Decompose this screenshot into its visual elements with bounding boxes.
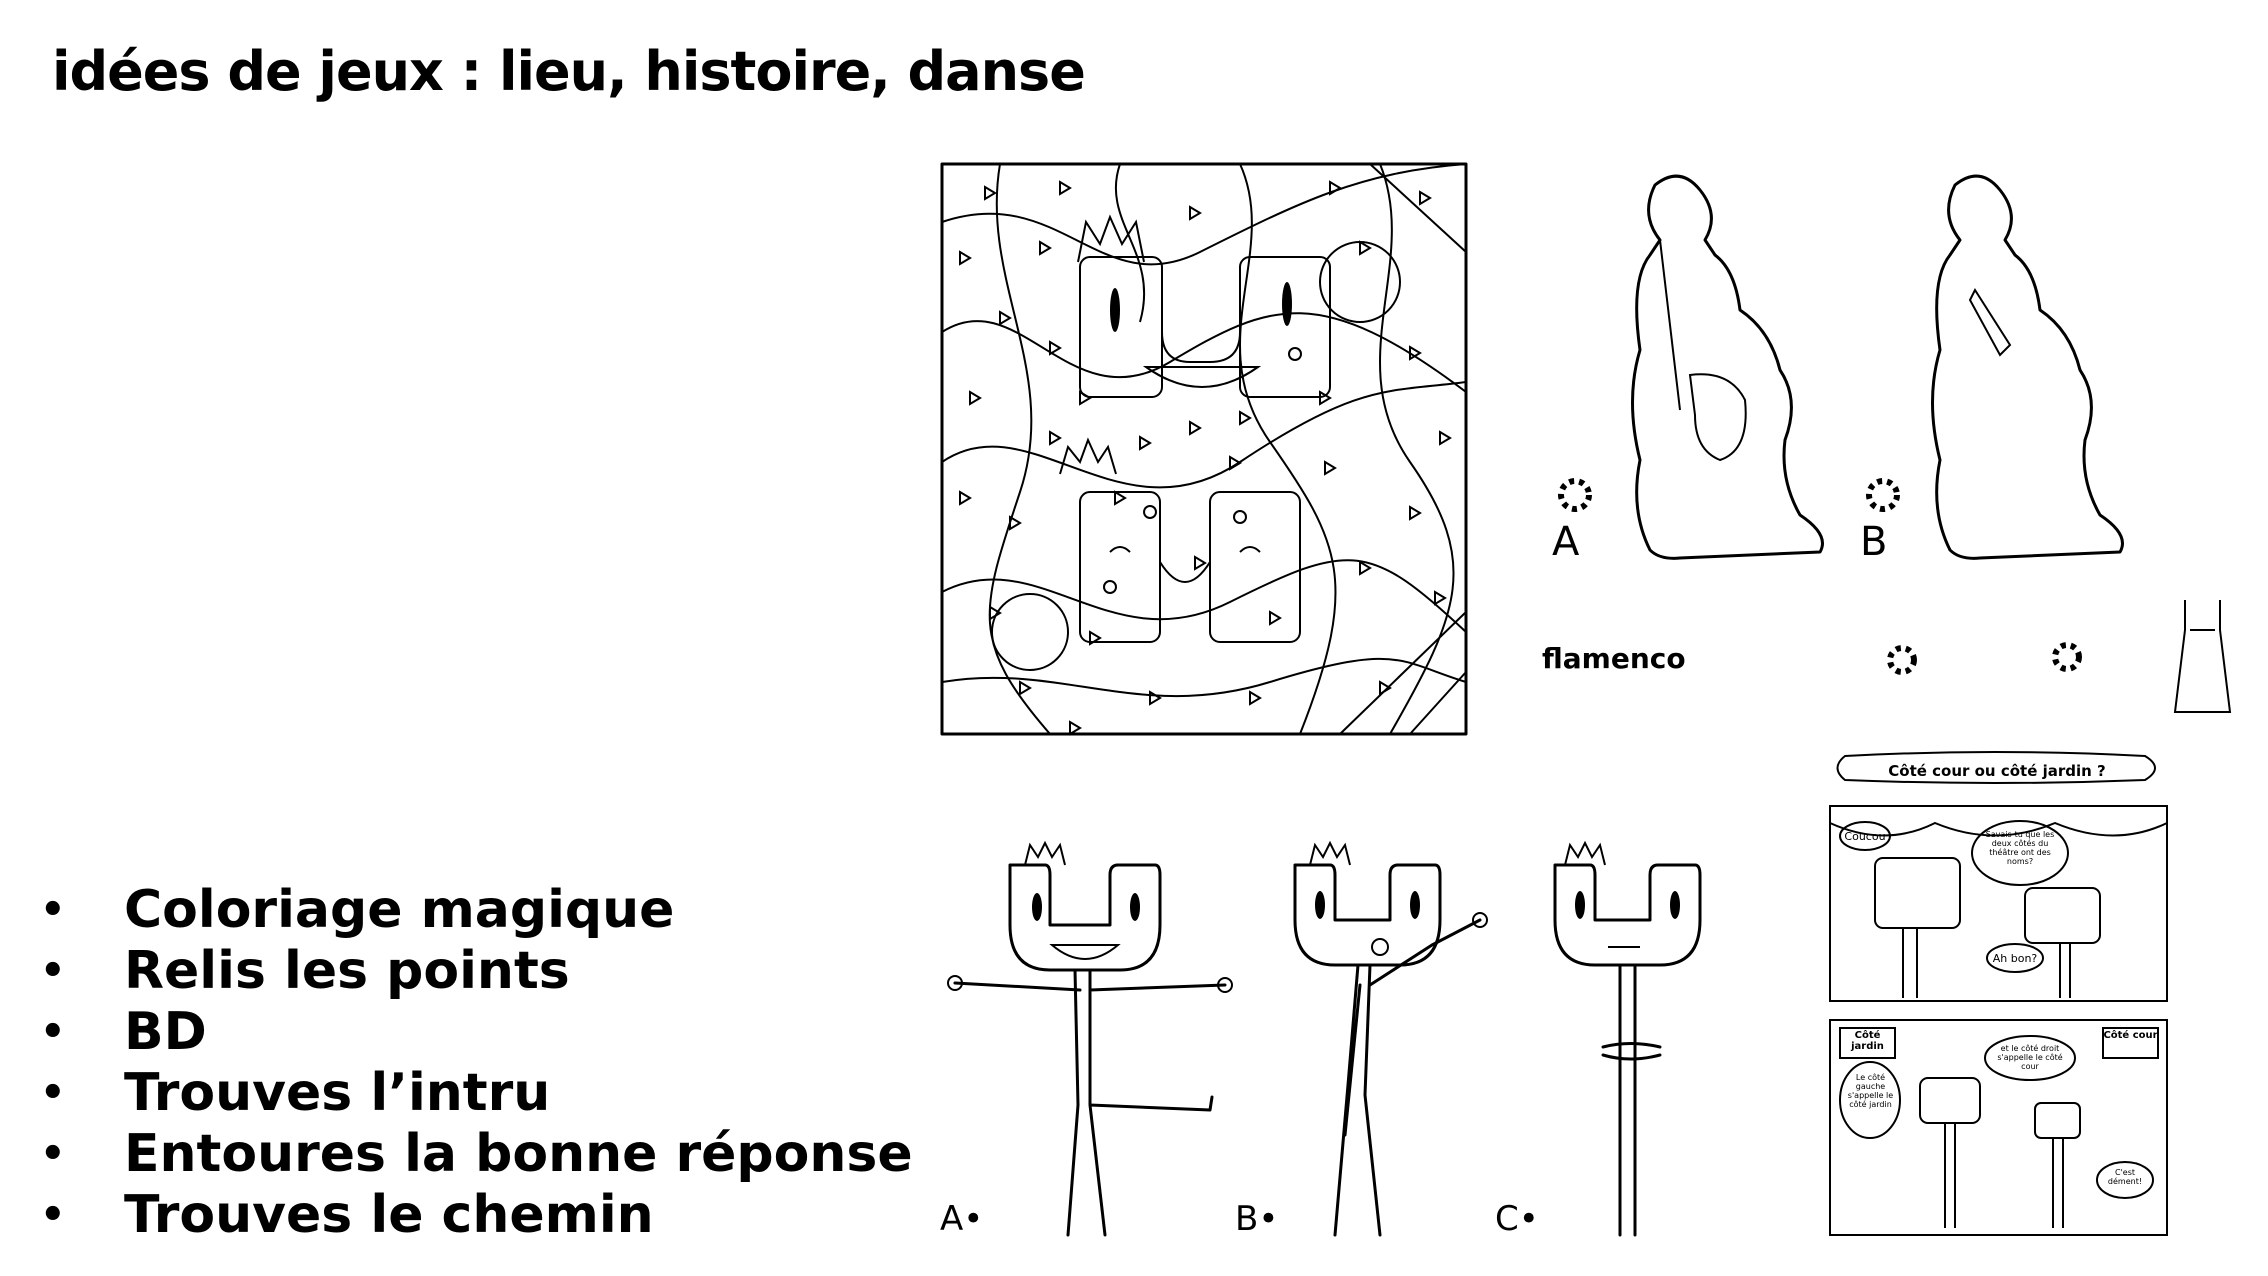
comic-panel-1 bbox=[1829, 805, 2168, 1002]
sign-jardin: Côté jardin bbox=[1851, 1030, 1884, 1052]
bubble-reply: Ah bon? bbox=[1993, 952, 2038, 965]
pose-figures-quiz: A• B• C• bbox=[940, 840, 1702, 1239]
answer-circle-icon[interactable] bbox=[1887, 645, 1917, 675]
crown-icon bbox=[1024, 840, 1066, 866]
dance-word: flamenco bbox=[1542, 642, 1686, 675]
bubble-question: Savais-tu que les deux côtés du théâtre … bbox=[1985, 830, 2055, 866]
pose-label-c: C• bbox=[1495, 1199, 1539, 1239]
comic-strip: Côté cour ou côté jardin ? Coucou Savais… bbox=[1829, 751, 2168, 1236]
bullet-icon: • bbox=[40, 1192, 66, 1238]
comic-title: Côté cour ou côté jardin ? bbox=[1888, 762, 2106, 780]
sign-cour: Côté cour bbox=[2103, 1030, 2158, 1041]
option-b-label: B bbox=[1860, 519, 1887, 565]
game-ideas-list: •Coloriage magique •Relis les points •BD… bbox=[40, 880, 913, 1246]
fan-icon bbox=[1968, 287, 2012, 357]
bullet-icon: • bbox=[40, 887, 66, 933]
slide-title: idées de jeux : lieu, histoire, danse bbox=[52, 40, 1086, 103]
answer-circle-icon[interactable] bbox=[1866, 478, 1900, 512]
bullet-icon: • bbox=[40, 1070, 66, 1116]
bullet-icon: • bbox=[40, 1131, 66, 1177]
crown-icon bbox=[1309, 840, 1351, 866]
list-item: •Relis les points bbox=[40, 941, 570, 1001]
option-a-label: A bbox=[1552, 519, 1580, 565]
dress-icon bbox=[2173, 600, 2232, 713]
figure-a: A• bbox=[940, 840, 1233, 1239]
bubble-hello: Coucou bbox=[1844, 830, 1885, 843]
bubble-cour: et le côté droit s'appelle le côté cour bbox=[1997, 1044, 2063, 1071]
list-item: •Trouves le chemin bbox=[40, 1185, 654, 1245]
list-item: •Trouves l’intru bbox=[40, 1063, 551, 1123]
violin-icon bbox=[1659, 239, 1747, 462]
answer-circle-icon[interactable] bbox=[2052, 642, 2082, 672]
magic-coloring-puzzle bbox=[940, 162, 1468, 736]
crown-icon bbox=[1564, 840, 1606, 866]
bubble-jardin: Le côté gauche s'appelle le côté jardin bbox=[1847, 1073, 1894, 1109]
list-item: •Coloriage magique bbox=[40, 880, 675, 940]
list-item: •BD bbox=[40, 1002, 207, 1062]
bullet-icon: • bbox=[40, 948, 66, 994]
pose-label-a: A• bbox=[940, 1199, 983, 1239]
list-item: •Entoures la bonne réponse bbox=[40, 1124, 913, 1184]
comic-panel-2 bbox=[1829, 1019, 2168, 1236]
dancer-silhouette-quiz: A B flamenco bbox=[1542, 174, 2232, 713]
bubble-end: C'est dément! bbox=[2107, 1168, 2143, 1186]
answer-circle-icon[interactable] bbox=[1558, 478, 1592, 512]
bullet-icon: • bbox=[40, 1009, 66, 1055]
pose-label-b: B• bbox=[1235, 1199, 1278, 1239]
figure-b: B• bbox=[1235, 840, 1488, 1239]
figure-c: C• bbox=[1495, 840, 1702, 1239]
